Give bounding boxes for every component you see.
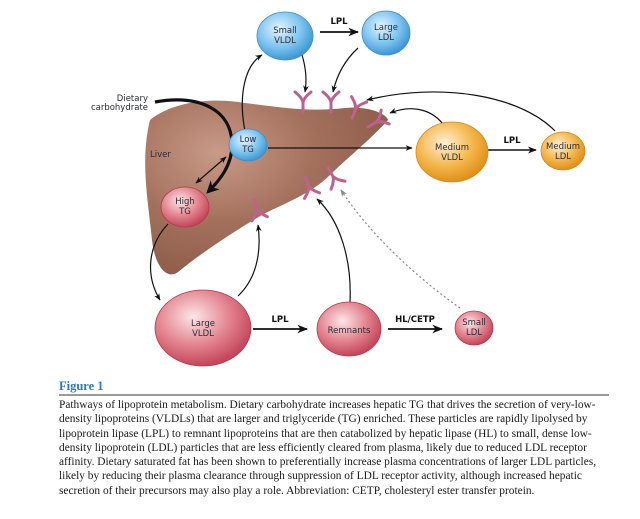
arrow-high-tg-to-large-vldl bbox=[149, 223, 169, 301]
node-label: LDL bbox=[378, 33, 394, 43]
node-label: VLDL bbox=[441, 153, 463, 163]
liver-shape bbox=[145, 100, 388, 275]
receptor-icon bbox=[293, 90, 313, 114]
figure-caption: Figure 1 Pathways of lipoprotein metabol… bbox=[59, 379, 609, 498]
liver-label: Liver bbox=[150, 150, 171, 160]
figure-title: Figure 1 bbox=[59, 379, 609, 396]
node-high-tg: High TG bbox=[160, 186, 210, 228]
node-small-vldl: Small VLDL bbox=[256, 11, 314, 61]
node-large-ldl: Large LDL bbox=[361, 10, 411, 56]
arrow-small-ldl-to-receptor bbox=[340, 189, 461, 309]
node-label: LDL bbox=[466, 328, 482, 338]
node-remnants: Remnants bbox=[316, 301, 382, 357]
node-label: VLDL bbox=[274, 36, 296, 46]
arrow-low-tg-to-small-vldl bbox=[241, 54, 263, 132]
node-label: VLDL bbox=[192, 329, 214, 339]
lpl-label-bottom: LPL bbox=[271, 315, 289, 325]
receptor-icon bbox=[250, 197, 269, 223]
arrow-large-vldl-to-receptor bbox=[237, 224, 262, 297]
node-label: Small bbox=[273, 26, 297, 36]
node-low-tg: Low TG bbox=[228, 128, 268, 162]
arrow-low-tg-high-tg bbox=[195, 156, 227, 184]
node-label: Large bbox=[191, 319, 215, 329]
receptor-icon bbox=[366, 108, 391, 129]
node-label: Remnants bbox=[328, 326, 371, 336]
node-label: Low bbox=[240, 135, 257, 145]
receptor-icon bbox=[321, 90, 341, 114]
node-label: Small bbox=[462, 318, 486, 328]
receptor-icon bbox=[303, 175, 322, 200]
hl-cetp-label: HL/CETP bbox=[395, 315, 435, 325]
node-label: TG bbox=[241, 145, 254, 155]
ldl-receptors bbox=[250, 90, 391, 223]
node-label: High bbox=[175, 197, 195, 207]
lpl-label-medium: LPL bbox=[503, 136, 521, 146]
arrow-small-vldl-to-receptor bbox=[301, 54, 309, 93]
node-label: TG bbox=[178, 207, 191, 217]
arrow-remnants-to-receptor bbox=[316, 198, 351, 303]
arrow-large-ldl-to-receptor bbox=[331, 47, 359, 93]
receptor-icon bbox=[326, 166, 347, 191]
node-label: Medium bbox=[546, 142, 580, 152]
node-label: Large bbox=[374, 23, 398, 33]
lipoprotein-pathway-diagram: Small VLDL Large LDL Low TG High TG Medi… bbox=[91, 10, 586, 367]
receptor-icon bbox=[350, 95, 369, 120]
node-medium-ldl: Medium LDL bbox=[540, 131, 586, 171]
arrow-medium-vldl-to-receptor bbox=[389, 107, 444, 125]
node-label: Medium bbox=[435, 143, 469, 153]
lpl-label-top: LPL bbox=[330, 17, 348, 27]
node-small-ldl: Small LDL bbox=[454, 310, 494, 346]
node-large-vldl: Large VLDL bbox=[154, 289, 252, 367]
dietary-carbohydrate-label-line1: Dietary bbox=[117, 94, 148, 104]
arrow-medium-ldl-to-receptor bbox=[366, 91, 556, 132]
node-label: LDL bbox=[555, 152, 571, 162]
dietary-carbohydrate-label-line2: carbohydrate bbox=[91, 103, 148, 113]
node-medium-vldl: Medium VLDL bbox=[415, 121, 489, 183]
figure-caption-text: Pathways of lipoprotein metabolism. Diet… bbox=[59, 399, 597, 497]
